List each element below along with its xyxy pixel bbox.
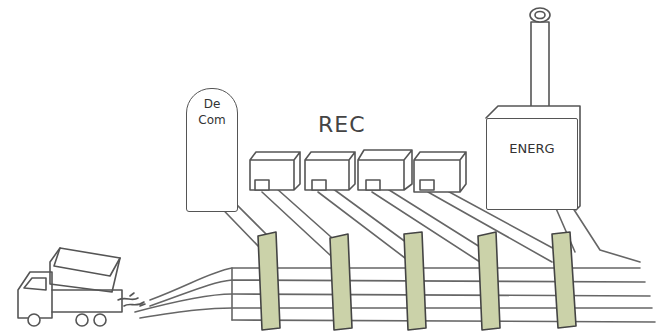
group-label: REC xyxy=(318,112,366,137)
conveyor xyxy=(135,268,655,322)
node-text: De Com xyxy=(193,97,231,128)
chimney xyxy=(530,8,550,118)
rec-boxes xyxy=(250,150,466,192)
energy-plant-box: ENERG xyxy=(486,118,578,210)
compost-tower: De Com xyxy=(186,88,238,212)
truck xyxy=(18,248,145,326)
energy-box-top xyxy=(486,106,580,210)
node-text: ENERG xyxy=(493,141,571,158)
gates xyxy=(258,232,576,330)
